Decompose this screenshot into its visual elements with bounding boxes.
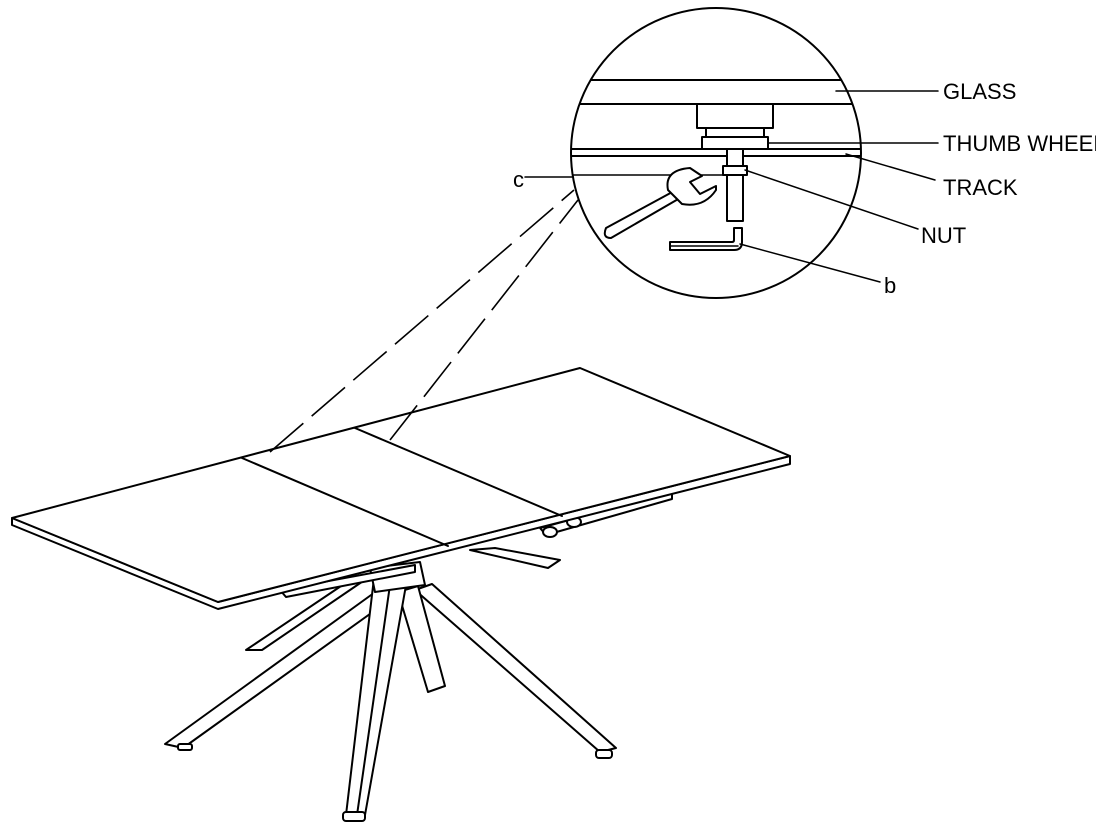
projection-line-left [269, 189, 575, 453]
foot-front-left [177, 743, 193, 751]
label-glass: GLASS [943, 79, 1016, 104]
foot-center-front [342, 811, 366, 822]
wrench-icon [603, 167, 717, 239]
detail-view [570, 7, 862, 299]
allen-key-icon [669, 227, 743, 251]
leg-front-right [414, 583, 617, 753]
bracket-block [696, 103, 774, 129]
thumb-wheel [701, 136, 769, 150]
leader-lines [524, 90, 939, 283]
detail-circle [570, 7, 862, 299]
table-top [11, 367, 791, 610]
foot-front-right [595, 749, 613, 759]
label-c: c [513, 167, 524, 192]
label-track: TRACK [943, 175, 1018, 200]
top-surface [11, 367, 791, 603]
underside-rail-left [279, 564, 416, 598]
label-nut: NUT [921, 223, 966, 248]
leg-center-rear [397, 585, 446, 693]
leaf-seam-right [354, 427, 563, 517]
label-thumb-wheel: THUMB WHEEL [943, 131, 1096, 156]
nut [722, 165, 748, 176]
leg-back-right [469, 547, 561, 569]
rail-knob-1 [542, 526, 558, 538]
leaf-seam-left [241, 457, 449, 547]
projection-line-right [389, 199, 579, 441]
bolt [726, 148, 744, 222]
label-b: b [884, 273, 896, 298]
